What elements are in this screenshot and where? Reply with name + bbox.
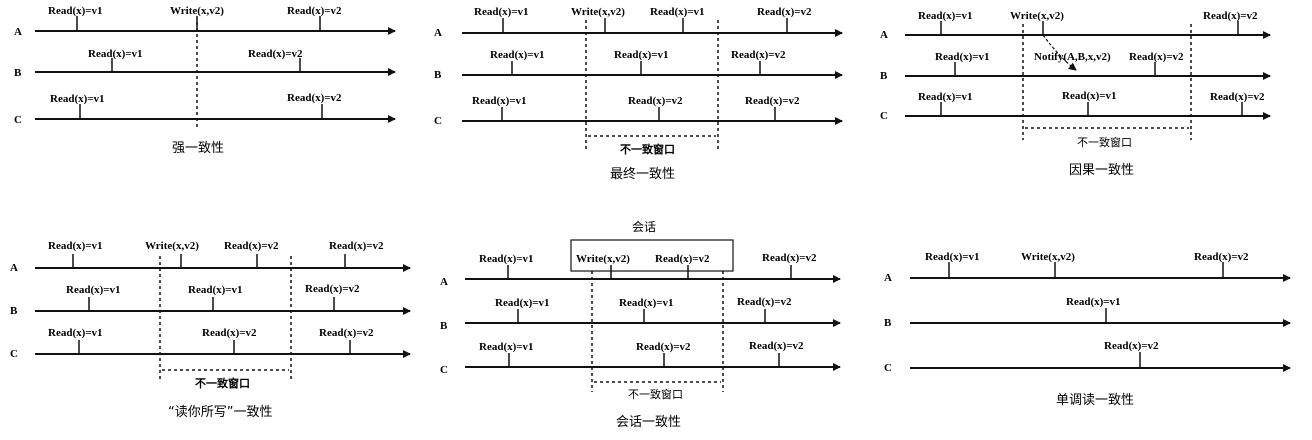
read-label: Read(x)=v2 xyxy=(1194,251,1249,263)
lane-label-a: A xyxy=(434,27,442,39)
write-label: Write(x,v2) xyxy=(170,5,224,17)
read-label: Read(x)=v1 xyxy=(918,91,973,103)
lane-label-c: C xyxy=(884,362,892,374)
read-label: Read(x)=v1 xyxy=(479,253,534,265)
read-label: Read(x)=v2 xyxy=(757,6,812,18)
read-label: Read(x)=v1 xyxy=(50,93,105,105)
lane-label-a: A xyxy=(880,29,888,41)
read-label: Read(x)=v2 xyxy=(737,296,792,308)
read-label: Read(x)=v1 xyxy=(66,284,121,296)
lane-label-b: B xyxy=(880,70,888,82)
lane-label-b: B xyxy=(14,67,22,79)
panel-session: 会话 A B C Read(x)=v1 Write(x,v2) Read(x)=… xyxy=(440,220,841,430)
read-label: Read(x)=v2 xyxy=(655,253,710,265)
caption-read-your-writes: “读你所写”一致性 xyxy=(168,405,272,420)
panel-causal: A B C Read(x)=v1 Write(x,v2) Read(x)=v2 … xyxy=(880,10,1271,178)
read-label: Read(x)=v2 xyxy=(329,240,384,252)
read-label: Read(x)=v1 xyxy=(495,297,550,309)
lane-label-b: B xyxy=(10,305,18,317)
read-label: Read(x)=v2 xyxy=(319,327,374,339)
caption-session: 会话一致性 xyxy=(616,415,681,430)
panel-eventual: A B C Read(x)=v1 Write(x,v2) Read(x)=v1 … xyxy=(434,6,843,182)
read-label: Read(x)=v1 xyxy=(935,51,990,63)
read-label: Read(x)=v1 xyxy=(650,6,705,18)
caption-eventual: 最终一致性 xyxy=(610,166,675,182)
lane-label-c: C xyxy=(440,364,448,376)
lane-label-a: A xyxy=(10,262,18,274)
read-label: Read(x)=v1 xyxy=(48,5,103,17)
read-label: Read(x)=v2 xyxy=(1210,91,1265,103)
read-label: Read(x)=v2 xyxy=(287,5,342,17)
read-label: Read(x)=v1 xyxy=(48,240,103,252)
session-label: 会话 xyxy=(632,220,656,234)
lane-label-c: C xyxy=(434,115,442,127)
lane-label-a: A xyxy=(14,26,22,38)
read-label: Read(x)=v2 xyxy=(248,48,303,60)
write-label: Write(x,v2) xyxy=(571,6,625,18)
caption-causal: 因果一致性 xyxy=(1069,163,1134,178)
read-label: Read(x)=v1 xyxy=(479,341,534,353)
read-label: Read(x)=v2 xyxy=(636,341,691,353)
read-label: Read(x)=v2 xyxy=(202,327,257,339)
read-label: Read(x)=v2 xyxy=(762,252,817,264)
read-label: Read(x)=v1 xyxy=(490,49,545,61)
read-label: Read(x)=v1 xyxy=(48,327,103,339)
lane-label-c: C xyxy=(880,110,888,122)
read-label: Read(x)=v2 xyxy=(1104,340,1159,352)
caption-strong: 强一致性 xyxy=(172,141,224,156)
lane-label-c: C xyxy=(10,348,18,360)
read-label: Read(x)=v2 xyxy=(745,95,800,107)
lane-label-b: B xyxy=(434,69,442,81)
read-label: Read(x)=v1 xyxy=(1062,90,1117,102)
write-label: Write(x,v2) xyxy=(145,240,199,252)
read-label: Read(x)=v1 xyxy=(925,251,980,263)
read-label: Read(x)=v2 xyxy=(628,95,683,107)
panel-strong: A B C Read(x)=v1 Write(x,v2) Read(x)=v2 … xyxy=(14,5,396,156)
read-label: Read(x)=v1 xyxy=(614,49,669,61)
panel-monotonic-read: A B C Read(x)=v1 Write(x,v2) Read(x)=v2 … xyxy=(884,251,1291,408)
notify-label: Notify(A,B,x,v2) xyxy=(1034,51,1111,63)
read-label: Read(x)=v2 xyxy=(1203,10,1258,22)
write-label: Write(x,v2) xyxy=(1010,10,1064,22)
read-label: Read(x)=v1 xyxy=(188,284,243,296)
read-label: Read(x)=v2 xyxy=(224,240,279,252)
inconsistency-window-label: 不一致窗口 xyxy=(195,376,250,390)
read-label: Read(x)=v1 xyxy=(88,48,143,60)
lane-label-c: C xyxy=(14,114,22,126)
inconsistency-window-label: 不一致窗口 xyxy=(620,142,675,156)
read-label: Read(x)=v2 xyxy=(731,49,786,61)
read-label: Read(x)=v2 xyxy=(287,92,342,104)
lane-label-b: B xyxy=(884,317,892,329)
inconsistency-window-label: 不一致窗口 xyxy=(628,387,683,401)
read-label: Read(x)=v1 xyxy=(619,297,674,309)
session-box xyxy=(570,239,734,272)
lane-label-a: A xyxy=(440,276,448,288)
read-label: Read(x)=v1 xyxy=(1066,296,1121,308)
read-label: Read(x)=v2 xyxy=(305,283,360,295)
write-label: Write(x,v2) xyxy=(576,253,630,265)
read-label: Read(x)=v2 xyxy=(749,340,804,352)
inconsistency-window-label: 不一致窗口 xyxy=(1077,135,1132,149)
panel-read-your-writes: A B C Read(x)=v1 Write(x,v2) Read(x)=v2 … xyxy=(10,240,411,420)
lane-label-a: A xyxy=(884,272,892,284)
caption-monotonic-read: 单调读一致性 xyxy=(1056,393,1134,408)
read-label: Read(x)=v1 xyxy=(918,10,973,22)
write-label: Write(x,v2) xyxy=(1021,251,1075,263)
read-label: Read(x)=v2 xyxy=(1129,51,1184,63)
read-label: Read(x)=v1 xyxy=(472,95,527,107)
notify-arrow xyxy=(1042,34,1077,71)
lane-label-b: B xyxy=(440,320,448,332)
read-label: Read(x)=v1 xyxy=(474,6,529,18)
